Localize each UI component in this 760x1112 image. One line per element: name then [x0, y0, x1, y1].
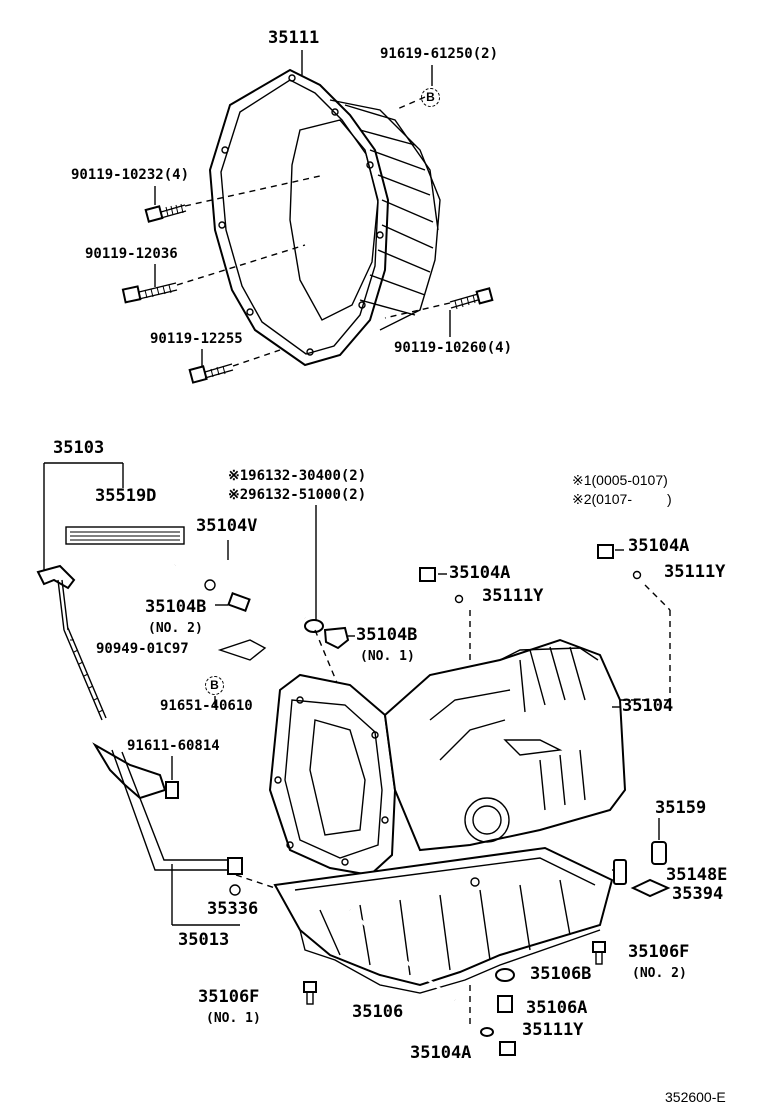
- label-no1-b: (NO. 1): [206, 1011, 261, 1026]
- bolt-35106F-no1: [303, 981, 317, 1005]
- bolt-90119-10260: [449, 287, 494, 310]
- seal-35336: [229, 884, 241, 896]
- label-35104V: 35104V: [196, 516, 258, 536]
- label-no2-a: (NO. 2): [148, 621, 203, 636]
- part-35394: [630, 878, 671, 898]
- label-90119-12255: 90119-12255: [150, 331, 243, 347]
- bolt-35106F-no2: [592, 941, 606, 965]
- label-91619-61250: 91619-61250(2): [380, 46, 499, 62]
- label-35159: 35159: [655, 798, 707, 818]
- label-96132-51000: ※296132-51000(2): [228, 487, 367, 503]
- label-35104A-bottom: 35104A: [410, 1043, 472, 1063]
- note-line-1: ※1(0005-0107): [572, 472, 668, 488]
- label-35111Y-right: 35111Y: [664, 562, 726, 582]
- label-96132-30400: ※196132-30400(2): [228, 468, 367, 484]
- oil-pan-drawing: [273, 846, 614, 1002]
- hose-35104V: [172, 540, 308, 621]
- clamp-96132: [304, 505, 324, 633]
- label-35104: 35104: [622, 696, 674, 716]
- label-35104B-no1: 35104B: [356, 625, 418, 645]
- label-35106: 35106: [352, 1002, 404, 1022]
- diagram-id: 352600-E: [665, 1089, 726, 1105]
- label-35148E: 35148E: [666, 865, 728, 885]
- bolt-91611-60814: [165, 756, 179, 799]
- part-35148E: [613, 859, 627, 885]
- label-no1-a: (NO. 1): [360, 649, 415, 664]
- label-35111Y-top: 35111Y: [482, 586, 544, 606]
- bell-housing-drawing: [208, 68, 441, 367]
- plug-35104A-top: [419, 567, 471, 660]
- label-90119-10232: 90119-10232(4): [71, 167, 190, 183]
- label-35336: 35336: [207, 899, 259, 919]
- gasket-35111Y-bottom: [480, 1027, 494, 1037]
- label-35104A-right: 35104A: [628, 536, 690, 556]
- marker-b-mid: B: [205, 676, 224, 695]
- gasket-35106B: [495, 968, 515, 982]
- label-35394: 35394: [672, 884, 724, 904]
- marker-b-top: B: [421, 88, 440, 107]
- label-35106B: 35106B: [530, 964, 592, 984]
- transmission-case-drawing: [268, 638, 627, 877]
- label-35111: 35111: [268, 28, 320, 48]
- label-no2-b: (NO. 2): [632, 966, 687, 981]
- label-90119-10260: 90119-10260(4): [394, 340, 513, 356]
- label-35104A-top: 35104A: [449, 563, 511, 583]
- dipstick-drawing: [36, 462, 124, 721]
- label-35106A: 35106A: [526, 998, 588, 1018]
- bolt-90119-10232: [144, 203, 187, 223]
- label-35103: 35103: [53, 438, 105, 458]
- note-line-2: ※2(0107- ): [572, 491, 672, 507]
- strip-35519D: [65, 526, 185, 545]
- part-35159: [651, 818, 667, 865]
- label-35106F-no1: 35106F: [198, 987, 260, 1007]
- union-35104B-no1: [323, 626, 355, 650]
- label-35013: 35013: [178, 930, 230, 950]
- union-35104B-no2: [215, 592, 267, 661]
- bolt-90119-12036: [121, 282, 178, 304]
- label-90119-12036: 90119-12036: [85, 246, 178, 262]
- label-90949-01C97: 90949-01C97: [96, 641, 189, 657]
- label-35111Y-bottom: 35111Y: [522, 1020, 584, 1040]
- label-91611-60814: 91611-60814: [127, 738, 220, 754]
- label-35106F-no2: 35106F: [628, 942, 690, 962]
- label-35519D: 35519D: [95, 486, 157, 506]
- plug-35104A-bottom: [499, 1041, 516, 1056]
- oil-filler-tube: [92, 742, 243, 926]
- plug-35106A: [497, 995, 513, 1013]
- bolt-90119-12255: [188, 363, 234, 384]
- label-35104B-no2: 35104B: [145, 597, 207, 617]
- label-91651-40610: 91651-40610: [160, 698, 253, 714]
- plug-35104A-right: [597, 544, 671, 701]
